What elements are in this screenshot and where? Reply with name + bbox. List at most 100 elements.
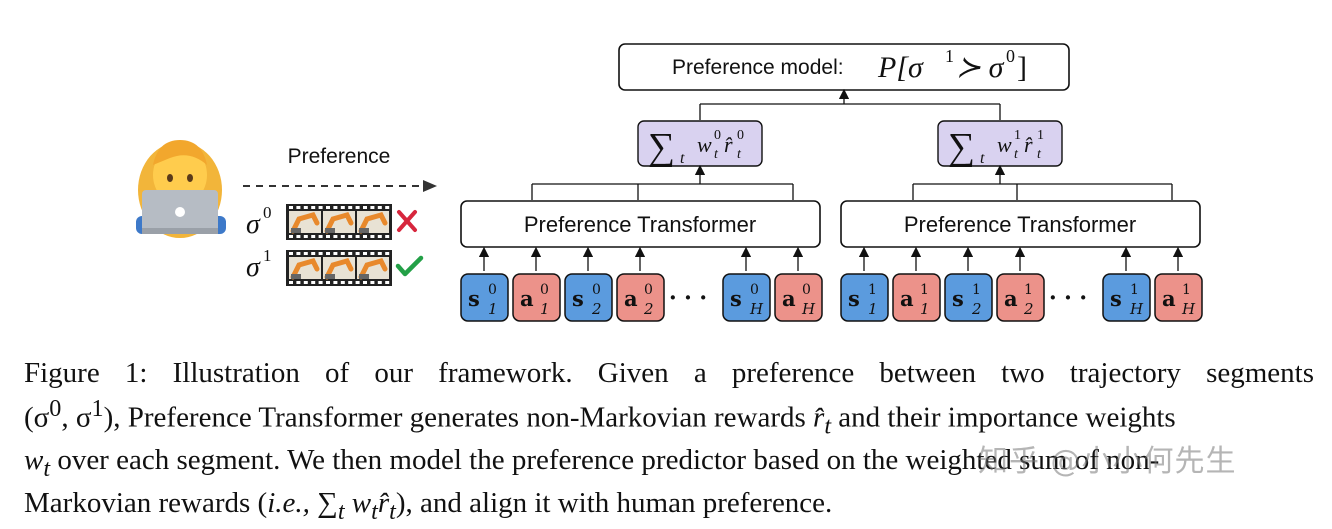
red-cross-icon — [397, 210, 417, 232]
preference-transformer-label-1: Preference Transformer — [904, 212, 1136, 237]
svg-text:1: 1 — [920, 282, 929, 298]
caption-line-1: Figure 1: Illustration of our framework.… — [24, 357, 1314, 389]
svg-text:∑: ∑ — [648, 126, 675, 168]
svg-text:1: 1 — [972, 282, 981, 298]
svg-text:1: 1 — [1182, 282, 1191, 298]
preference-arrowhead — [423, 180, 437, 192]
svg-text:∑: ∑ — [948, 126, 975, 168]
trajectory-segment-0-filmstrip — [286, 204, 392, 240]
svg-text:1: 1 — [540, 300, 550, 318]
svg-text:t: t — [980, 150, 985, 167]
svg-text:a: a — [1162, 286, 1176, 311]
svg-text:a: a — [520, 286, 534, 311]
svg-text:H: H — [1129, 300, 1144, 318]
svg-text:2: 2 — [971, 300, 982, 318]
svg-text:σ: σ — [246, 209, 261, 240]
svg-text:0: 0 — [750, 282, 759, 298]
svg-text:P[σ: P[σ — [877, 51, 924, 84]
figure-caption: Figure 1: Illustration of our framework.… — [24, 356, 1314, 529]
trajectory-segment-1-filmstrip — [286, 250, 392, 286]
svg-text:t: t — [680, 150, 685, 167]
svg-text:0: 0 — [263, 203, 272, 222]
svg-text:s: s — [730, 286, 742, 311]
robot-arm-frame — [357, 257, 389, 280]
svg-text:s: s — [572, 286, 584, 311]
svg-text:a: a — [782, 286, 796, 311]
preference-label: Preference — [288, 145, 391, 168]
caption-line-4: Markovian rewards (i.e., ∑t wtr̂t), and … — [24, 487, 833, 526]
token-ellipsis-0: · · · — [668, 283, 707, 312]
svg-text:0: 0 — [737, 128, 744, 143]
preference-model-label: Preference model: P[σ 1 ≻ σ 0 ] — [672, 46, 1027, 84]
svg-text:0: 0 — [714, 128, 721, 143]
svg-text:r̂: r̂ — [724, 132, 733, 157]
framework-diagram: Preference σ 0 σ 1 Preference model: P[σ… — [136, 43, 1203, 322]
svg-text:Preference model:: Preference model: — [672, 56, 844, 79]
sigma1-label: σ 1 — [246, 246, 272, 283]
svg-text:2: 2 — [591, 300, 602, 318]
watermark: 知乎 @小小何先生 — [978, 444, 1237, 479]
svg-text:1: 1 — [920, 300, 930, 318]
svg-text:t: t — [1037, 147, 1042, 162]
robot-arm-frame — [323, 211, 355, 234]
svg-text:a: a — [1004, 286, 1018, 311]
preference-transformer-label-0: Preference Transformer — [524, 212, 756, 237]
weighted-sum-formula-1: ∑ t w 1 t r̂ 1 t — [948, 126, 1044, 168]
token-ellipsis-1: · · · — [1048, 283, 1087, 312]
svg-text:0: 0 — [592, 282, 601, 298]
svg-text:1: 1 — [263, 246, 272, 265]
svg-text:0: 0 — [644, 282, 653, 298]
svg-text:t: t — [714, 147, 719, 162]
robot-arm-frame — [289, 211, 321, 234]
svg-text:s: s — [848, 286, 860, 311]
svg-text:1: 1 — [1014, 128, 1021, 143]
svg-text:w: w — [997, 132, 1012, 157]
robot-arm-frame — [289, 257, 321, 280]
svg-text:1: 1 — [868, 282, 877, 298]
svg-text:1: 1 — [1130, 282, 1139, 298]
svg-text:1: 1 — [488, 300, 498, 318]
transformer-to-sum-connectors — [531, 164, 1173, 200]
svg-text:s: s — [1110, 286, 1122, 311]
svg-text:H: H — [1181, 300, 1196, 318]
svg-text:H: H — [749, 300, 764, 318]
svg-text:a: a — [900, 286, 914, 311]
sigma0-label: σ 0 — [246, 203, 272, 240]
svg-text:s: s — [468, 286, 480, 311]
svg-text:0: 0 — [540, 282, 549, 298]
svg-text:r̂: r̂ — [1024, 132, 1033, 157]
svg-text:a: a — [624, 286, 638, 311]
svg-text:≻ σ: ≻ σ — [956, 51, 1005, 84]
robot-arm-frame — [357, 211, 389, 234]
weighted-sum-formula-0: ∑ t w 0 t r̂ 0 t — [648, 126, 744, 168]
svg-text:0: 0 — [488, 282, 497, 298]
svg-text:H: H — [801, 300, 816, 318]
caption-line-3: wt over each segment. We then model the … — [24, 444, 1160, 483]
svg-text:1: 1 — [1024, 282, 1033, 298]
caption-line-2: (σ0, σ1), Preference Transformer generat… — [24, 395, 1176, 440]
svg-text:σ: σ — [246, 252, 261, 283]
svg-text:1: 1 — [945, 46, 954, 66]
svg-text:s: s — [952, 286, 964, 311]
svg-text:2: 2 — [643, 300, 654, 318]
green-check-icon — [395, 255, 424, 277]
svg-text:1: 1 — [1037, 128, 1044, 143]
svg-text:0: 0 — [1006, 46, 1015, 66]
svg-text:0: 0 — [802, 282, 811, 298]
svg-text:]: ] — [1017, 51, 1027, 84]
sum-to-model-connectors — [699, 88, 1001, 120]
person-with-laptop-icon — [136, 140, 226, 238]
